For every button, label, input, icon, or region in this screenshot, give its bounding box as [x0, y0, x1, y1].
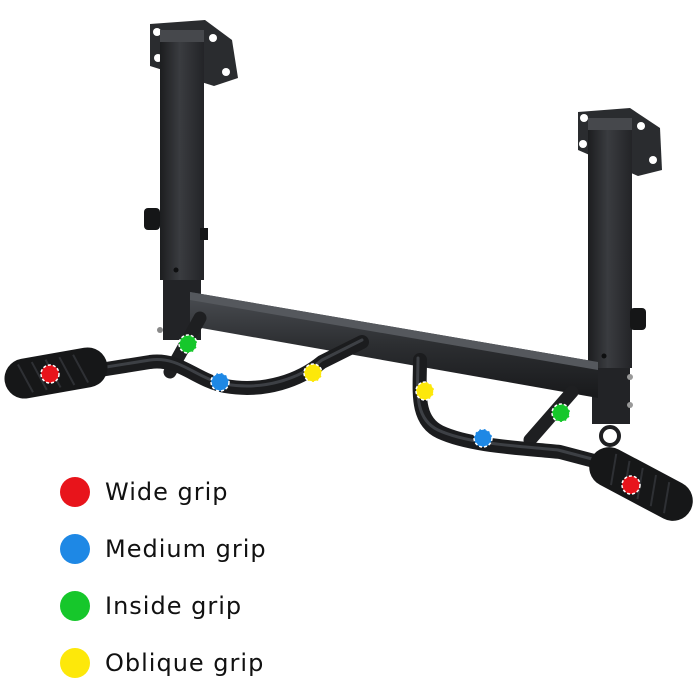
left-wall-bracket	[144, 20, 238, 340]
legend-label: Wide grip	[105, 478, 229, 506]
oblique-grip-marker-right	[415, 381, 435, 401]
legend-label: Oblique grip	[105, 649, 265, 677]
legend-item-wide: Wide grip	[60, 474, 229, 510]
legend-item-oblique: Oblique grip	[60, 645, 264, 681]
right-wall-bracket	[578, 108, 662, 447]
grip-markers	[40, 334, 641, 495]
medium-grip-swatch	[60, 534, 90, 564]
wide-grip-marker-right	[621, 475, 641, 495]
medium-grip-marker-left	[210, 372, 230, 392]
legend-label: Inside grip	[105, 592, 243, 620]
legend-label: Medium grip	[105, 535, 267, 563]
wide-grip-swatch	[60, 477, 90, 507]
inside-grip-marker-right	[551, 403, 571, 423]
medium-grip-marker-right	[473, 428, 493, 448]
legend-item-medium: Medium grip	[60, 531, 267, 567]
legend-item-inside: Inside grip	[60, 588, 242, 624]
oblique-grip-marker-left	[303, 363, 323, 383]
right-foam-grip	[589, 447, 693, 521]
main-crossbeam	[190, 292, 598, 398]
inside-grip-marker-left	[178, 334, 198, 354]
oblique-grip-swatch	[60, 648, 90, 678]
inside-grip-swatch	[60, 591, 90, 621]
wide-grip-marker-left	[40, 364, 60, 384]
